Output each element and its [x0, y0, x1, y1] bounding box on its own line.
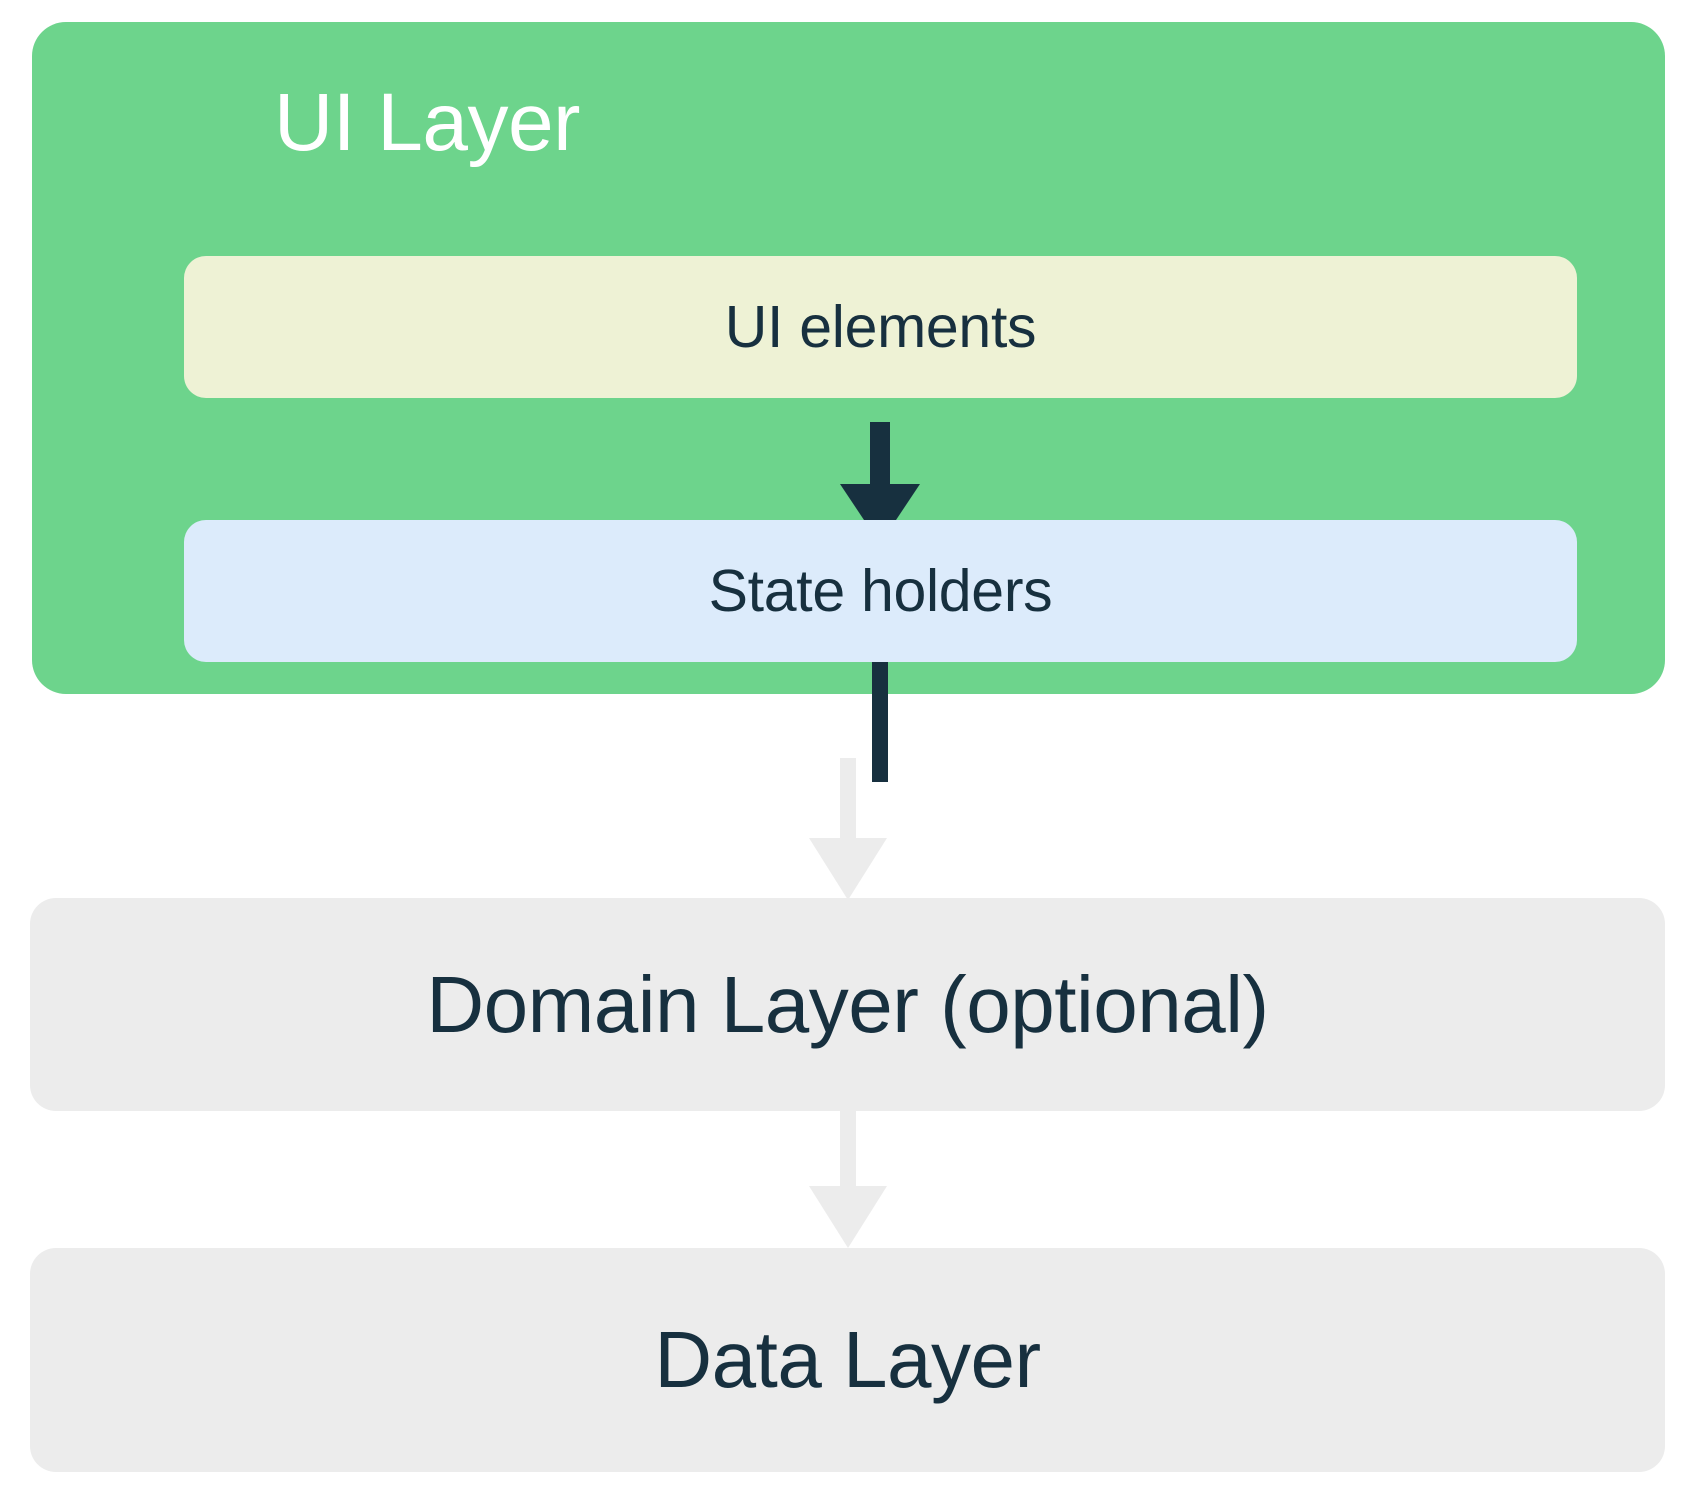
connector-domain-to-data-shaft	[840, 1111, 856, 1191]
connector-state-holders-to-domain-shaft-light	[840, 758, 856, 844]
state-holders-label: State holders	[708, 557, 1053, 624]
data-layer-node: Data Layer	[30, 1248, 1665, 1472]
connector-ui-elements-to-state-holders-shaft	[870, 422, 890, 487]
state-holders-node: State holders	[184, 520, 1577, 662]
ui-elements-label: UI elements	[724, 293, 1037, 360]
domain-layer-label: Domain Layer (optional)	[426, 959, 1269, 1049]
ui-elements-node: UI elements	[184, 256, 1577, 398]
ui-layer-container: UI Layer UI elements State holders	[32, 22, 1665, 782]
connector-state-holders-to-domain-shaft-dark	[872, 662, 888, 782]
arrow-down-icon	[809, 838, 887, 900]
data-layer-label: Data Layer	[654, 1315, 1041, 1404]
ui-layer-title: UI Layer	[274, 77, 580, 168]
domain-layer-node: Domain Layer (optional)	[30, 898, 1665, 1111]
arrow-down-icon	[809, 1186, 887, 1248]
